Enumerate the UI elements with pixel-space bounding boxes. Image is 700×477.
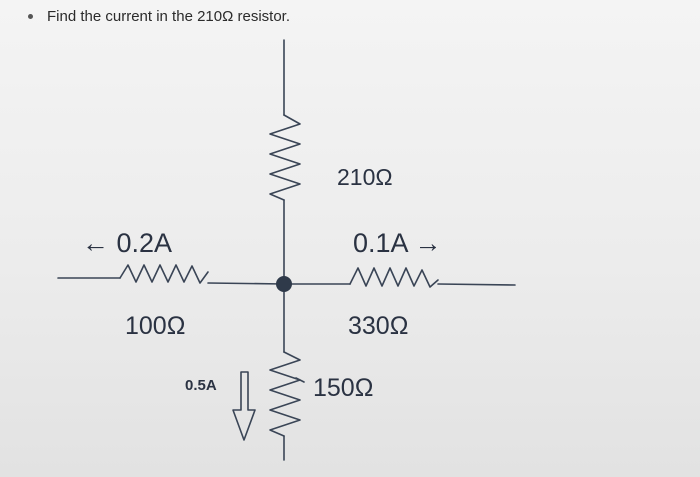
resistor-210-zigzag [269,114,301,201]
label-current-right: 0.1A → [353,228,442,258]
bullet-icon [28,14,33,19]
tick-mark [295,377,305,383]
down-arrow-icon [232,371,256,441]
wire-right-outer [437,283,516,286]
question-text: Find the current in the 210Ω resistor. [47,8,291,25]
wire-left-inner [207,282,285,285]
label-150: 150Ω [313,374,373,402]
label-100: 100Ω [125,312,185,340]
label-330: 330Ω [348,312,408,340]
label-current-left: ← 0.2A [82,228,172,258]
label-current-bottom: 0.5A [185,377,217,394]
junction-node [276,276,292,292]
resistor-330-zigzag [349,267,439,288]
resistor-150-zigzag [269,351,301,437]
resistor-100-zigzag [119,264,209,284]
label-210: 210Ω [337,164,393,190]
question-line: Find the current in the 210Ω resistor. [28,8,290,25]
